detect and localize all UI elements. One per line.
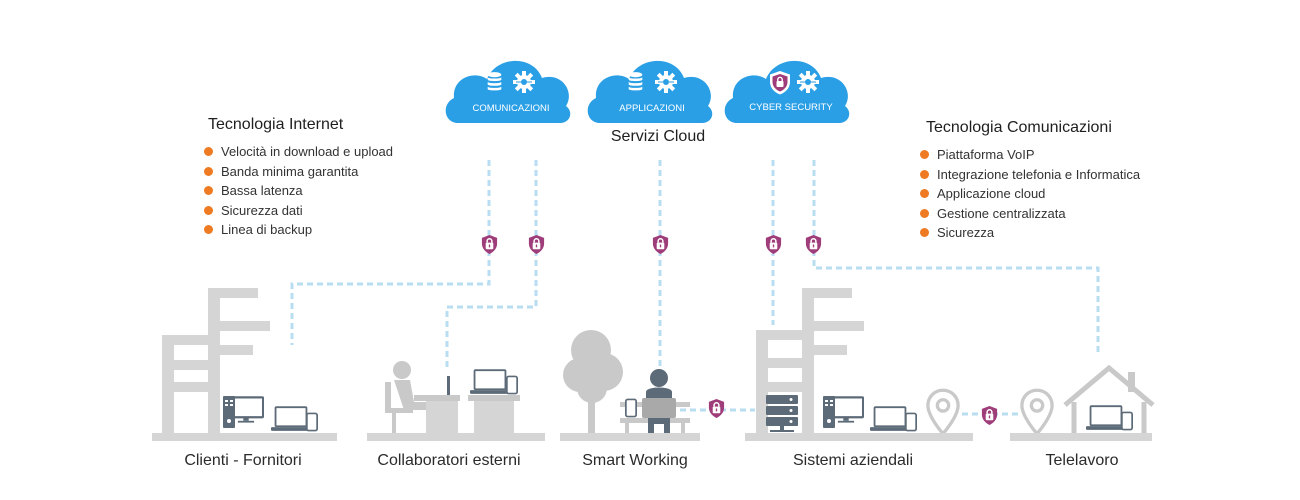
tree-icon [563, 330, 623, 435]
list-item: Linea di backup [204, 220, 393, 240]
location-pin-icon [926, 388, 960, 436]
house-icon [1063, 364, 1155, 436]
node-label-clienti: Clienti - Fornitori [184, 452, 302, 469]
list-item: Piattaforma VoIP [920, 145, 1140, 165]
list-item: Sicurezza dati [204, 201, 393, 221]
tablet-icon [306, 412, 318, 432]
node-label-sistemi: Sistemi aziendali [792, 452, 914, 469]
list-item: Integrazione telefonia e Informatica [920, 165, 1140, 185]
node-label-collaboratori: Collaboratori esterni [377, 452, 521, 469]
lock-shield-icon [481, 234, 498, 255]
collaboratori-desks [367, 361, 545, 441]
lock-shield-icon [528, 234, 545, 255]
cloud-label: COMUNICAZIONI [472, 103, 549, 114]
laptop-icon [1086, 405, 1126, 431]
lock-shield-icon [765, 234, 782, 255]
list-item: Banda minima garantita [204, 162, 393, 182]
list-item: Velocità in download e upload [204, 142, 393, 162]
lock-shield-icon [805, 234, 822, 255]
gear-icon [512, 70, 536, 94]
gear-icon [796, 70, 820, 94]
cloud-label: APPLICAZIONI [619, 103, 684, 114]
communications-tech-title: Tecnologia Comunicazioni [926, 119, 1112, 136]
laptop-icon [642, 398, 676, 418]
tablet-icon [506, 375, 518, 395]
lock-shield-icon [981, 405, 998, 426]
internet-tech-list: Velocità in download e upload Banda mini… [204, 142, 393, 240]
list-item: Bassa latenza [204, 181, 393, 201]
laptop-icon [271, 406, 311, 432]
location-pin-icon [1020, 388, 1054, 436]
lock-shields [481, 234, 998, 426]
line-collaboratori [445, 160, 538, 370]
cloud-services-title: Servizi Cloud [610, 128, 706, 145]
monitor-icon [447, 376, 450, 395]
cloud-cyber-security: CYBER SECURITY [724, 60, 850, 123]
communications-tech-list: Piattaforma VoIP Integrazione telefonia … [920, 145, 1140, 243]
tablet-icon [905, 412, 917, 432]
cloud-applicazioni: APPLICAZIONI [587, 60, 713, 123]
list-item: Gestione centralizzata [920, 204, 1140, 224]
smart-working-scene [560, 330, 700, 441]
node-label-smart-working: Smart Working [582, 452, 688, 469]
lock-shield-icon [770, 71, 790, 95]
list-item: Sicurezza [920, 223, 1140, 243]
clienti-building [152, 288, 337, 441]
list-item: Applicazione cloud [920, 184, 1140, 204]
line-telelavoro [812, 160, 1100, 355]
sistemi-building [745, 288, 973, 441]
laptop-icon [870, 406, 910, 432]
laptop-icon [470, 369, 510, 395]
person-icon [393, 361, 411, 379]
internet-tech-title: Tecnologia Internet [208, 116, 344, 133]
gear-icon [654, 70, 678, 94]
line-clienti [290, 160, 491, 345]
telelavoro-house [1010, 364, 1155, 441]
cloud-label: CYBER SECURITY [749, 102, 833, 113]
person-icon [650, 369, 668, 387]
tablet-icon [625, 398, 637, 418]
node-label-telelavoro: Telelavoro [1045, 452, 1119, 469]
server-icon [766, 395, 798, 432]
lock-shield-icon [652, 234, 669, 255]
tablet-icon [1121, 411, 1133, 431]
cloud-comunicazioni: COMUNICAZIONI [445, 60, 571, 123]
lock-shield-icon [708, 398, 725, 419]
